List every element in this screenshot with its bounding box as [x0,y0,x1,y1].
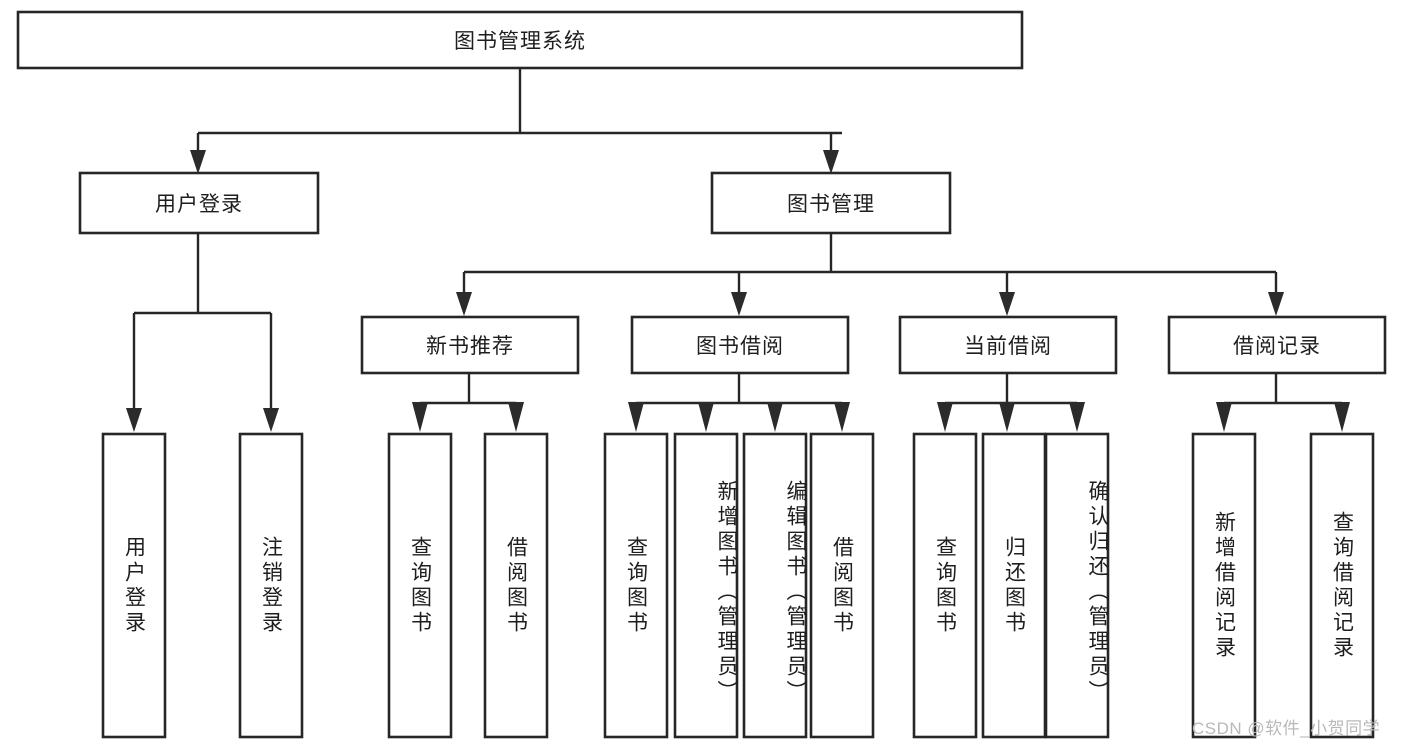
node-box-login-do[interactable] [101,432,167,739]
node-box-borrow-record[interactable] [1167,315,1387,375]
arrow-head-cur-return-book [999,402,1015,432]
arrow-head-rec-query-record [1334,402,1350,432]
arrow-head-rec-query-book [412,402,428,432]
arrow-head-current-borrow [999,292,1015,316]
node-box-rec-borrow-book[interactable] [483,432,549,739]
node-box-borrow-lend-book[interactable] [809,432,875,739]
connector-group-book-manage [456,233,1284,316]
arrow-head-cur-query-book [937,402,953,432]
arrow-head-new-book-rec [456,292,472,316]
node-box-book-borrow[interactable] [630,315,850,375]
arrow-head-cur-confirm-return [1069,402,1085,432]
node-box-user-login[interactable] [78,171,320,235]
arrow-head-borrow-query-book [628,402,644,432]
node-box-cur-return-book[interactable] [981,432,1047,739]
node-box-borrow-add-book[interactable] [673,432,739,739]
node-box-cur-query-book[interactable] [912,432,978,739]
connector-group-borrow-record [1216,373,1350,432]
arrow-head-book-borrow [731,292,747,316]
node-box-rec-add-record[interactable] [1191,432,1257,739]
node-box-cur-confirm-return[interactable] [1044,432,1110,739]
connector-group-current-borrow [937,373,1085,432]
node-box-root[interactable] [16,10,1024,70]
arrow-head-rec-add-record [1216,402,1232,432]
node-box-rec-query-record[interactable] [1309,432,1375,739]
connector-group-root [190,68,842,174]
arrow-head-user-login [190,150,206,174]
node-box-book-manage[interactable] [710,171,952,235]
arrow-head-logout-do [263,408,279,432]
node-box-logout-do[interactable] [238,432,304,739]
node-box-new-book-rec[interactable] [360,315,580,375]
node-box-borrow-query-book[interactable] [603,432,669,739]
connector-group-user-login [126,233,279,432]
node-box-rec-query-book[interactable] [387,432,453,739]
connector-group-book-borrow [628,373,850,432]
arrow-head-rec-borrow-book [508,402,524,432]
arrow-head-borrow-record [1268,292,1284,316]
connector-group-new-book-rec [412,373,524,432]
arrow-head-borrow-edit-book [767,402,783,432]
arrow-head-book-manage [823,150,839,174]
arrow-head-borrow-add-book [698,402,714,432]
node-box-current-borrow[interactable] [898,315,1118,375]
arrow-head-login-do [126,408,142,432]
csdn-watermark: CSDN @软件_小贺同学 [1192,719,1381,738]
node-box-borrow-edit-book[interactable] [742,432,808,739]
arrow-head-borrow-lend-book [834,402,850,432]
